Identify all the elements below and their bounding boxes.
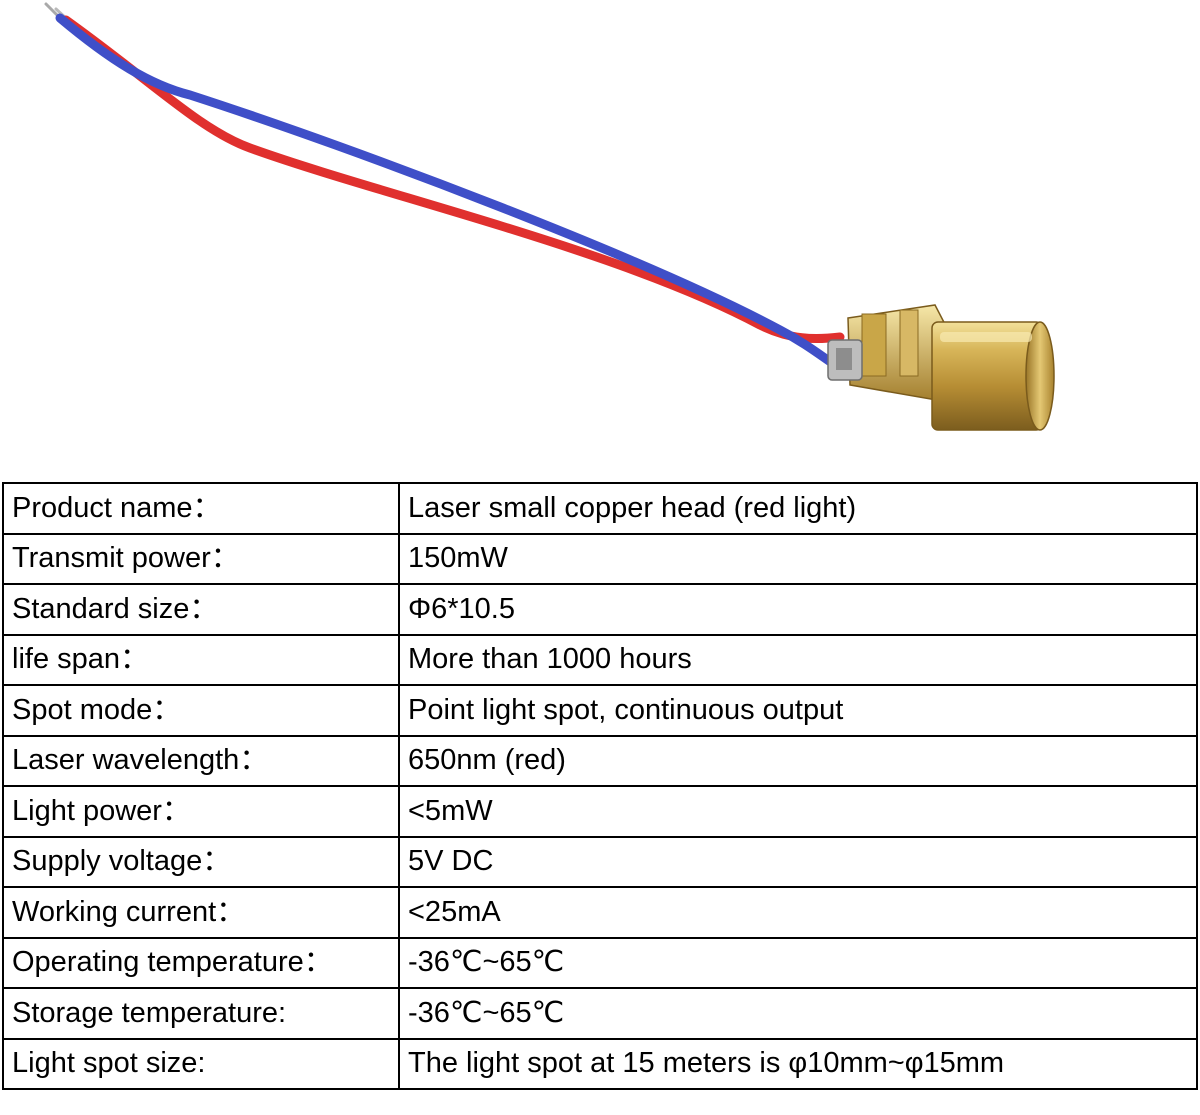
table-row: Laser wavelength：650nm (red) (2, 734, 1198, 787)
spec-label: Laser wavelength： (2, 734, 400, 787)
spec-table: Product name：Laser small copper head (re… (2, 482, 1198, 1090)
spec-value: Laser small copper head (red light) (398, 482, 1198, 535)
spec-value: Point light spot, continuous output (398, 684, 1198, 737)
spec-value: Φ6*10.5 (398, 583, 1198, 636)
table-row: Working current：<25mA (2, 886, 1198, 939)
spec-label: life span： (2, 633, 400, 686)
spec-label: Product name： (2, 482, 400, 535)
spec-value: <5mW (398, 785, 1198, 838)
spec-value: The light spot at 15 meters is φ10mm~φ15… (398, 1037, 1198, 1090)
spec-value: -36℃~65℃ (398, 936, 1198, 989)
spec-value: 5V DC (398, 835, 1198, 888)
spec-label: Transmit power： (2, 532, 400, 585)
table-row: Transmit power：150mW (2, 532, 1198, 585)
table-row: Operating temperature：-36℃~65℃ (2, 936, 1198, 989)
spec-value: 150mW (398, 532, 1198, 585)
spec-label: Supply voltage： (2, 835, 400, 888)
table-row: Spot mode：Point light spot, continuous o… (2, 684, 1198, 737)
spec-label: Spot mode： (2, 684, 400, 737)
blue-wire (55, 13, 840, 370)
red-wire (61, 15, 845, 344)
spec-value: More than 1000 hours (398, 633, 1198, 686)
spec-value: <25mA (398, 886, 1198, 939)
spec-table-body: Product name：Laser small copper head (re… (2, 482, 1198, 1090)
table-row: Storage temperature:-36℃~65℃ (2, 987, 1198, 1040)
table-row: Product name：Laser small copper head (re… (2, 482, 1198, 535)
spec-label: Operating temperature： (2, 936, 400, 989)
table-row: Light spot size:The light spot at 15 met… (2, 1037, 1198, 1090)
laser-brass-head (827, 304, 1055, 431)
spec-value: 650nm (red) (398, 734, 1198, 787)
spec-label: Standard size： (2, 583, 400, 636)
table-row: Supply voltage：5V DC (2, 835, 1198, 888)
laser-module-photo (44, 2, 1055, 431)
table-row: life span：More than 1000 hours (2, 633, 1198, 686)
spec-label: Working current： (2, 886, 400, 939)
spec-label: Light spot size: (2, 1037, 400, 1090)
spec-label: Light power： (2, 785, 400, 838)
spec-value: -36℃~65℃ (398, 987, 1198, 1040)
spec-label: Storage temperature: (2, 987, 400, 1040)
table-row: Light power：<5mW (2, 785, 1198, 838)
table-row: Standard size：Φ6*10.5 (2, 583, 1198, 636)
